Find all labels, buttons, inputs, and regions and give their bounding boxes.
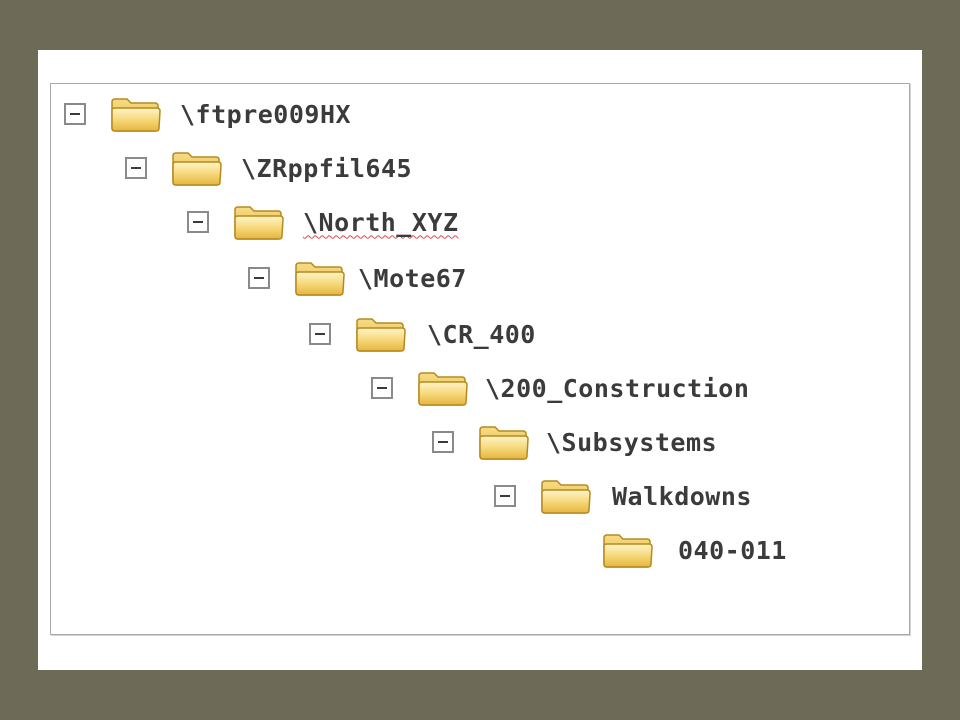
folder-icon[interactable] xyxy=(355,314,407,354)
folder-icon[interactable] xyxy=(110,94,162,134)
folder-label[interactable]: Walkdowns xyxy=(612,481,752,511)
collapse-icon[interactable] xyxy=(64,103,86,125)
tree-node-cr-400[interactable]: \CR_400 xyxy=(309,314,536,354)
folder-icon[interactable] xyxy=(417,368,469,408)
collapse-icon[interactable] xyxy=(371,377,393,399)
collapse-icon[interactable] xyxy=(248,267,270,289)
tree-node-200-construction[interactable]: \200_Construction xyxy=(371,368,749,408)
collapse-icon[interactable] xyxy=(494,485,516,507)
folder-label[interactable]: \CR_400 xyxy=(427,319,536,349)
tree-node-walkdowns[interactable]: Walkdowns xyxy=(494,476,752,516)
tree-node-north-xyz[interactable]: \North_XYZ xyxy=(187,202,459,242)
folder-label[interactable]: \Subsystems xyxy=(546,427,718,457)
folder-label[interactable]: \200_Construction xyxy=(485,373,750,403)
tree-node-zrppfil645[interactable]: \ZRppfil645 xyxy=(125,148,412,188)
folder-label[interactable]: \ftpre009HX xyxy=(180,99,352,129)
folder-icon[interactable] xyxy=(540,476,592,516)
collapse-icon[interactable] xyxy=(432,431,454,453)
tree-node-ftpre009hx[interactable]: \ftpre009HX xyxy=(64,94,351,134)
tree-node-mote67[interactable]: \Mote67 xyxy=(248,258,467,298)
folder-label[interactable]: \North_XYZ xyxy=(303,207,459,237)
tree-node-subsystems[interactable]: \Subsystems xyxy=(432,422,717,462)
folder-icon[interactable] xyxy=(602,530,654,570)
folder-icon[interactable] xyxy=(171,148,223,188)
folder-icon[interactable] xyxy=(294,258,346,298)
folder-label[interactable]: 040-011 xyxy=(678,535,787,565)
tree-node-040-011[interactable]: 040-011 xyxy=(602,530,787,570)
folder-icon[interactable] xyxy=(478,422,530,462)
slide-canvas: \ftpre009HX \ZRppfil645 \North_XYZ \Mote… xyxy=(38,50,922,670)
folder-icon[interactable] xyxy=(233,202,285,242)
folder-tree-view: \ftpre009HX \ZRppfil645 \North_XYZ \Mote… xyxy=(50,83,910,635)
folder-label[interactable]: \Mote67 xyxy=(358,263,467,293)
collapse-icon[interactable] xyxy=(187,211,209,233)
folder-label[interactable]: \ZRppfil645 xyxy=(241,153,413,183)
collapse-icon[interactable] xyxy=(125,157,147,179)
collapse-icon[interactable] xyxy=(309,323,331,345)
